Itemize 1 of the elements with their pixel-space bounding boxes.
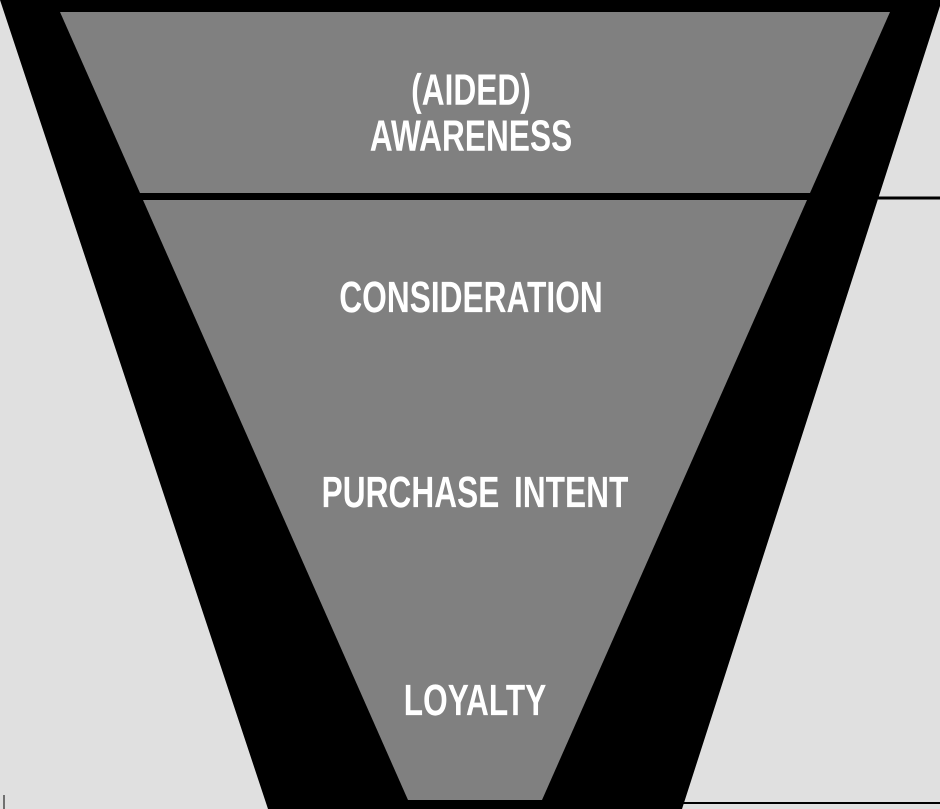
funnel-section: CONSIDERATION PURCHASE INTENT LOYALTY	[143, 200, 807, 800]
